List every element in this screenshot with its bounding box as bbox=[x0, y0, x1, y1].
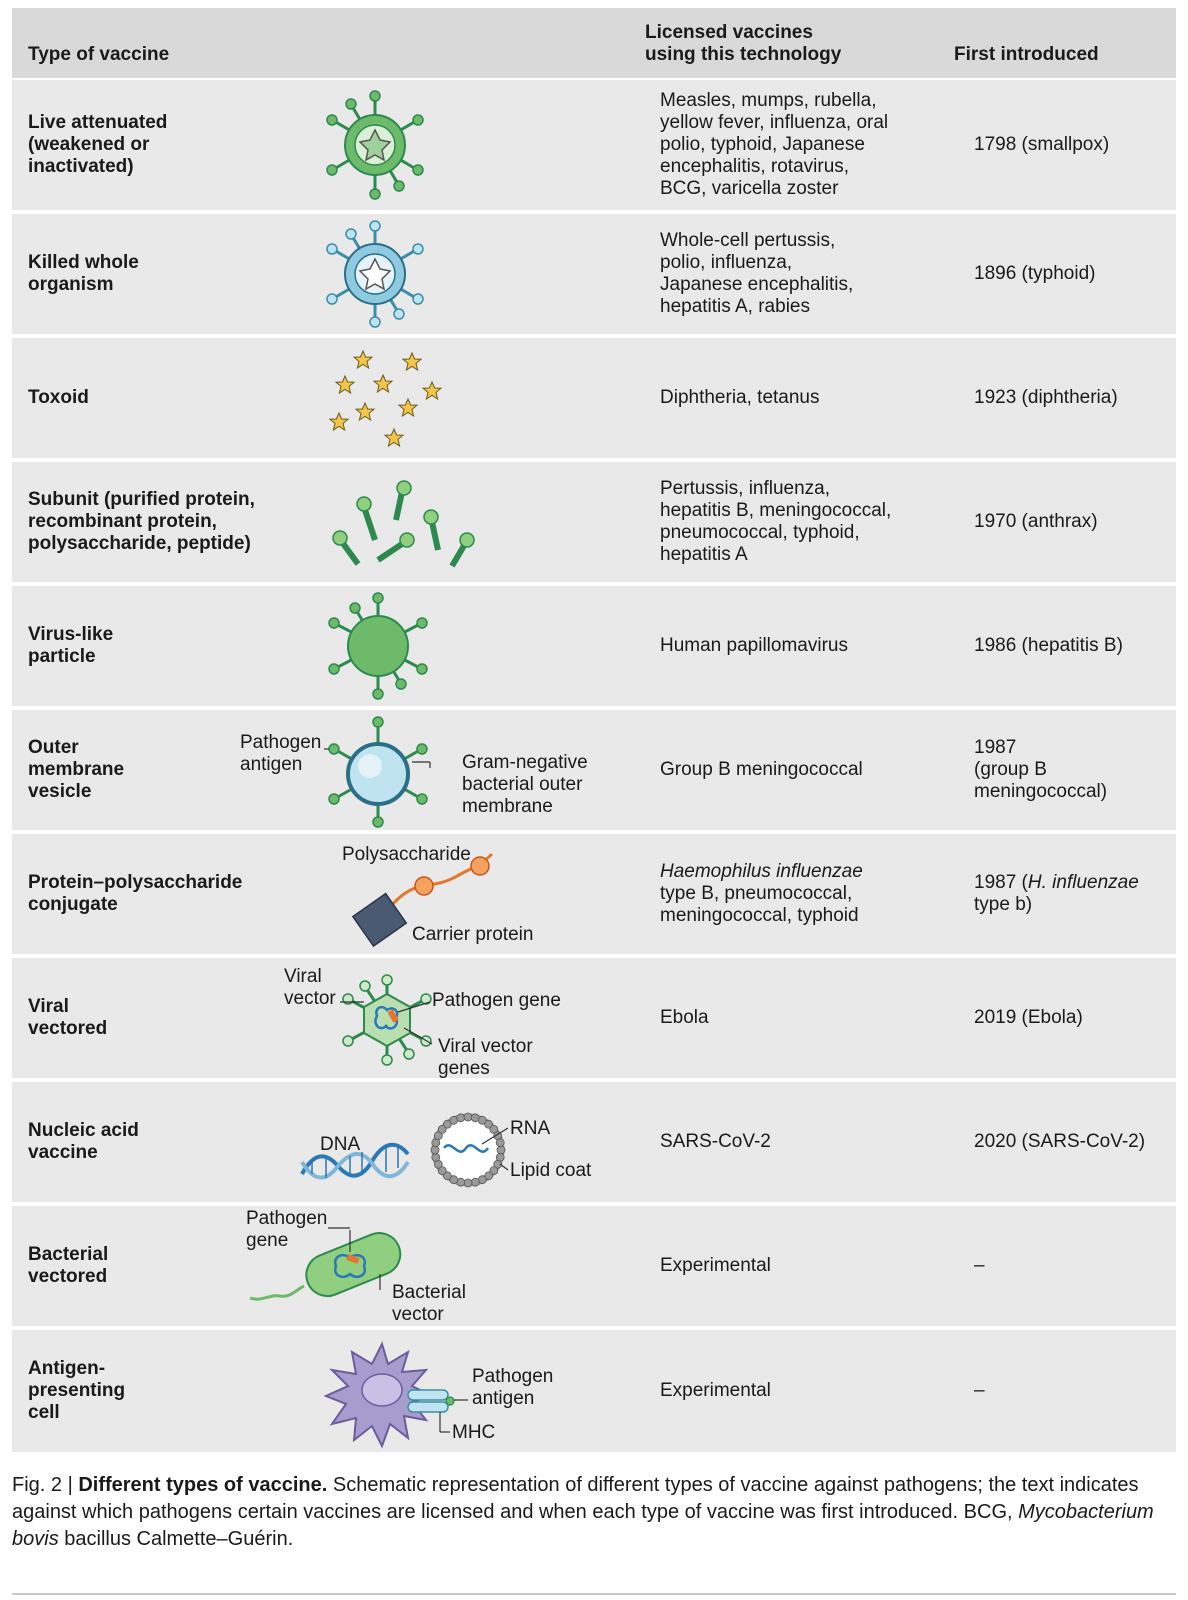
table-row: Protein–polysaccharide conjugate Polysac… bbox=[12, 834, 1176, 954]
vaccine-type: Subunit (purified protein, recombinant p… bbox=[28, 489, 255, 554]
na-rna-label: RNA bbox=[510, 1118, 550, 1139]
first-introduced: 1987 (group B meningococcal) bbox=[974, 737, 1108, 802]
na-lipid-label: Lipid coat bbox=[510, 1160, 592, 1181]
first-introduced: 1987 (H. influenzae type b) bbox=[974, 872, 1139, 915]
table-row: Virus-like particle Human papillomaviru bbox=[12, 586, 1176, 706]
header-type: Type of vaccine bbox=[28, 44, 170, 65]
vaccine-type: Bacterial vectored bbox=[28, 1244, 109, 1287]
first-introduced: 1896 (typhoid) bbox=[974, 263, 1096, 284]
first-introduced: 2019 (Ebola) bbox=[974, 1007, 1083, 1028]
licensed-vaccines: Ebola bbox=[660, 1007, 709, 1028]
table-row: Subunit (purified protein, recombinant p… bbox=[12, 462, 1176, 582]
vaccine-type: Viral vectored bbox=[28, 996, 108, 1039]
licensed-vaccines: Human papillomavirus bbox=[660, 635, 848, 656]
conj-carrier-label: Carrier protein bbox=[412, 924, 533, 945]
viral-pathogen-gene-label: Pathogen gene bbox=[432, 990, 561, 1011]
na-dna-label: DNA bbox=[320, 1134, 360, 1155]
vaccine-type: Nucleic acid vaccine bbox=[28, 1120, 139, 1163]
vaccine-type: Toxoid bbox=[28, 387, 89, 408]
virus-like-particle-illustration bbox=[232, 586, 632, 706]
licensed-vaccines: Whole-cell pertussis, polio, influenza, … bbox=[660, 230, 854, 317]
caption-text: Schematic representation of different ty… bbox=[12, 1474, 1139, 1523]
first-introduced: – bbox=[974, 1255, 985, 1276]
caption-italic: Mycobacterium bovis bbox=[12, 1501, 1154, 1550]
header-licensed: Licensed vaccines using this technology bbox=[645, 22, 842, 65]
first-introduced: 1986 (hepatitis B) bbox=[974, 635, 1123, 656]
caption-title: Different types of vaccine. bbox=[78, 1474, 328, 1496]
vaccine-type: Virus-like particle bbox=[28, 624, 114, 667]
caption-text-end: bacillus Calmette–Guérin. bbox=[58, 1528, 294, 1550]
licensed-vaccines: Diphtheria, tetanus bbox=[660, 387, 820, 408]
licensed-vaccines: Experimental bbox=[660, 1255, 771, 1276]
table-row: Live attenuated (weakened or inactivated… bbox=[12, 80, 1176, 210]
nucleic-acid-illustration: DNA RNA Lipid coat bbox=[232, 1082, 632, 1202]
killed-whole-organism-illustration bbox=[232, 214, 632, 334]
subunit-proteins-illustration bbox=[232, 462, 632, 582]
table-row: Nucleic acid vaccine DNA RNA Lipid coat bbox=[12, 1082, 1176, 1202]
conjugate-illustration: Polysaccharide Carrier protein bbox=[232, 834, 632, 954]
live-attenuated-virus-illustration bbox=[232, 80, 632, 210]
first-introduced: – bbox=[974, 1380, 985, 1401]
conj-polysaccharide-label: Polysaccharide bbox=[342, 844, 471, 865]
table-row: Viral vectored bbox=[12, 958, 1176, 1079]
figure-caption: Fig. 2 | Different types of vaccine. Sch… bbox=[12, 1472, 1176, 1553]
vaccine-type: Live attenuated (weakened or inactivated… bbox=[28, 112, 168, 177]
licensed-vaccines: Experimental bbox=[660, 1380, 771, 1401]
first-introduced: 2020 (SARS-CoV-2) bbox=[974, 1131, 1146, 1152]
header-first-introduced: First introduced bbox=[954, 44, 1099, 65]
table-row: Killed whole organism bbox=[12, 214, 1176, 334]
vaccine-type: Antigen- presenting cell bbox=[28, 1358, 126, 1423]
divider bbox=[12, 1593, 1176, 1595]
first-introduced: 1923 (diphtheria) bbox=[974, 387, 1118, 408]
vaccine-type: Outer membrane vesicle bbox=[28, 737, 125, 802]
first-introduced: 1970 (anthrax) bbox=[974, 511, 1098, 532]
apc-mhc-label: MHC bbox=[452, 1422, 495, 1443]
vaccine-type: Killed whole organism bbox=[28, 252, 139, 295]
toxoid-stars-illustration bbox=[232, 338, 632, 458]
licensed-vaccines: Pertussis, influenza, hepatitis B, menin… bbox=[660, 478, 892, 565]
licensed-vaccines: Group B meningococcal bbox=[660, 759, 863, 780]
caption-prefix: Fig. 2 | bbox=[12, 1474, 79, 1496]
vaccine-type: Protein–polysaccharide conjugate bbox=[28, 872, 243, 915]
licensed-vaccines: SARS-CoV-2 bbox=[660, 1131, 771, 1152]
table-row: Toxoid Diphtheria, tetanus 1923 (diphthe… bbox=[12, 338, 1176, 458]
licensed-vaccines: Measles, mumps, rubella, yellow fever, i… bbox=[660, 90, 889, 199]
table-header: Type of vaccine Licensed vaccines using … bbox=[12, 8, 1176, 78]
first-introduced: 1798 (smallpox) bbox=[974, 134, 1110, 155]
